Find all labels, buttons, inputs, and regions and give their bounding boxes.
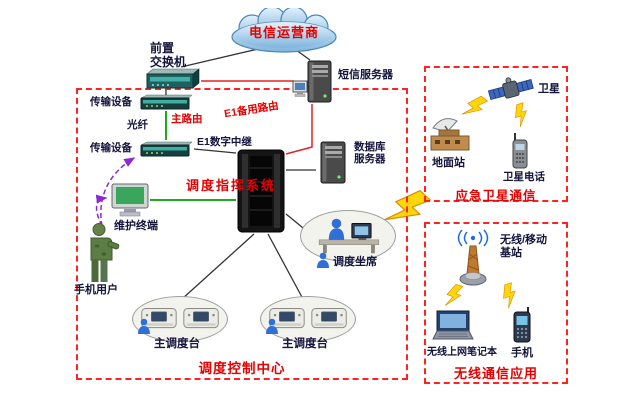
base-station-icon (457, 229, 489, 286)
dispatch-seat-label: 调度坐席 (333, 256, 377, 268)
mobile-user (82, 222, 122, 284)
emergency-satellite-box (424, 66, 568, 202)
mobile-user-label: 手机用户 (74, 284, 118, 296)
link-rack-console-right (267, 233, 304, 300)
switch-icon (146, 68, 200, 89)
fiber-label: 光纤 (127, 119, 148, 131)
satellite-phone-label: 卫星电话 (503, 171, 545, 183)
person-icon (137, 318, 151, 334)
lightning-bolt (503, 282, 516, 309)
control-center-box (76, 88, 408, 380)
wireless-applications-box (424, 222, 568, 384)
emergency-satellite-title: 应急卫星通信 (455, 189, 537, 203)
transmission-top (138, 93, 194, 111)
lightning-bolt (444, 283, 464, 306)
maintenance-terminal (110, 182, 150, 218)
transmission-icon (140, 141, 193, 157)
base-station (448, 226, 498, 288)
console-pair-icon (141, 308, 219, 329)
front-switch (143, 67, 201, 91)
cloud-icon (231, 8, 337, 53)
server-tower-icon (292, 60, 332, 103)
transmission-icon (140, 94, 193, 110)
dispatch-seat-area (300, 210, 396, 262)
crt-monitor-icon (111, 183, 149, 217)
main-console-right-area (260, 296, 356, 342)
transmission-bottom-label: 传输设备 (90, 142, 132, 154)
arrow-user-maintenance (95, 194, 108, 227)
maintenance-terminal-label: 维护终端 (114, 220, 158, 232)
satellite-icon (487, 77, 534, 101)
person-icon (316, 252, 330, 268)
server-rack-icon (237, 149, 285, 233)
lightning-bolt (461, 95, 488, 115)
laptop-icon (432, 310, 474, 340)
base-station-label: 无线/移动 基站 (500, 234, 548, 259)
link-rack-console-left (181, 233, 255, 300)
arrow-user-transmission (100, 157, 136, 227)
link-cloud-front-switch (180, 48, 259, 68)
person-icon (265, 318, 279, 334)
wireless-applications-title: 无线通信应用 (453, 366, 538, 381)
link-transmission-rack (193, 148, 237, 154)
mobile-phone-icon (513, 307, 531, 343)
database-server-label: 数据库 服务器 (354, 141, 386, 166)
satellite-phone (509, 131, 533, 171)
satellite (487, 75, 535, 105)
e1-digital-relay-label: E1数字中继 (197, 136, 252, 148)
front-switch-label: 前置 交换机 (150, 41, 187, 70)
satellite-phone-icon (512, 133, 528, 169)
sms-server-label: 短信服务器 (338, 69, 393, 81)
sms-server (292, 59, 334, 104)
dispatch-system-label: 调度指挥系统 (186, 178, 277, 193)
mobile-phone (509, 306, 535, 344)
server-tower-icon (320, 141, 346, 184)
transmission-bottom (138, 140, 194, 158)
dispatch-rack (236, 148, 286, 234)
main-console-left-area (132, 296, 228, 342)
ground-station-icon (430, 118, 470, 151)
main-route-label: 主路由 (171, 113, 203, 125)
ground-station (427, 112, 473, 154)
main-console-right-label: 主调度台 (282, 338, 328, 350)
database-server (316, 140, 350, 185)
satellite-label: 卫星 (538, 83, 560, 95)
transmission-top-label: 传输设备 (90, 96, 132, 108)
dispatch-seat-scene-icon (318, 218, 380, 254)
ground-station-label: 地面站 (432, 157, 465, 169)
wireless-laptop (429, 309, 477, 343)
console-pair-icon (269, 308, 347, 329)
mobile-phone-label: 手机 (511, 347, 533, 359)
person-soldier-icon (90, 223, 120, 282)
lightning-bolt (515, 102, 527, 128)
link-e1-backup-b (285, 104, 313, 155)
telecom-cloud: 电信运营商 (224, 8, 344, 54)
telecom-cloud-label: 电信运营商 (248, 24, 319, 40)
control-center-title: 调度控制中心 (198, 361, 286, 376)
main-console-left-label: 主调度台 (154, 338, 200, 350)
wireless-laptop-label: 无线上网笔记本 (427, 347, 497, 358)
